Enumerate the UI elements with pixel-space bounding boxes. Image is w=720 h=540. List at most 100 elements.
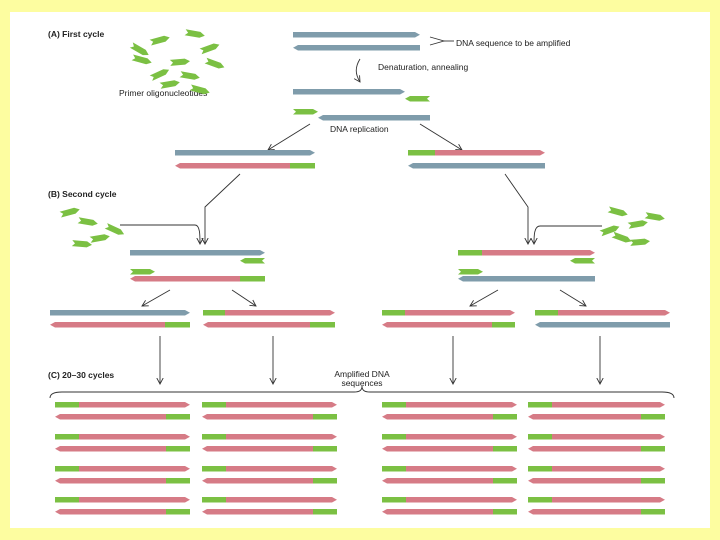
amplified-strand [202,434,337,440]
amplified-strand-primer [528,434,552,440]
primer-blob [129,42,149,56]
cycle2-product-primer [310,322,335,328]
amplified-strand-primer [202,402,226,408]
annealed-primer [405,96,430,102]
second-left-bottom-primer [240,276,265,282]
amplified-strand [202,402,337,408]
amplified-strand-primer [382,497,406,503]
amplified-strand [528,414,665,420]
amplified-strand [382,434,517,440]
amplified-strand-primer [493,478,517,484]
amplified-strand-primer [313,478,337,484]
amplified-strand [382,446,517,452]
primer-blob [77,217,98,226]
amplified-strand-primer [166,478,190,484]
connector-arrows [49,36,675,399]
annealed-primer [293,109,318,115]
primer-blob [611,231,632,243]
primer-blob [149,35,170,46]
amplified-strand-primer [528,466,552,472]
amplified-strand-primer [382,434,406,440]
primer-blob [59,207,80,218]
original-top-strand [293,32,420,38]
amplified-strand [382,466,517,472]
amplified-strand [55,414,190,420]
cycle2-product-primer [382,310,405,316]
second-primer [458,269,483,275]
primer-blob [89,234,110,243]
amplified-strand [382,414,517,420]
figure-panel: (A) First cycle (B) Second cycle (C) 20–… [10,12,710,528]
amplified-strand [528,402,665,408]
primers-label: Primer oligonucleotides [119,88,207,98]
primer-blob [184,29,205,38]
primer-blob [644,212,665,221]
product-right-copy [408,150,545,156]
amplified-strand [55,466,190,472]
amplified-strand-primer [382,466,406,472]
cycle2-product-primer [165,322,190,328]
amplified-strand-primer [493,414,517,420]
cycle2-product [203,322,335,328]
amplified-strand [382,478,517,484]
amplified-strand-primer [382,402,406,408]
amplified-strand [382,402,517,408]
amplified-strand-primer [313,446,337,452]
product-right-original [408,163,545,169]
cycle2-product-primer [535,310,558,316]
amplified-strand-primer [55,434,79,440]
amplified-strand [55,478,190,484]
amplified-strand-primer [641,414,665,420]
replication-label: DNA replication [330,124,389,134]
second-left-bottom [130,276,265,282]
primer-blob [169,58,190,66]
amplified-strand [202,497,337,503]
cycle2-product [535,322,670,328]
cycle2-product [203,310,335,316]
pcr-diagram: (A) First cycle (B) Second cycle (C) 20–… [48,29,675,515]
amplified-strand [202,414,337,420]
amplified-strand [382,509,517,515]
second-right-bottom [458,276,595,282]
second-primer [240,258,265,264]
amplified-strand [55,402,190,408]
second-left-top [130,250,265,256]
amplified-strand-primer [202,497,226,503]
sequence-label: DNA sequence to be amplified [456,38,571,48]
primer-blob [204,57,225,69]
section-a-label: (A) First cycle [48,29,104,39]
denaturation-label: Denaturation, annealing [378,62,469,72]
amplified-strand-primer [166,446,190,452]
primer-blob [627,220,648,229]
cycle2-product [382,310,515,316]
amplified-strand-primer [55,497,79,503]
amplified-strand [55,446,190,452]
primer-blob [189,84,210,95]
annealed-bottom-strand [318,115,430,121]
amplified-strand [528,466,665,472]
primer-blob [131,54,152,65]
amplified-strand-primer [528,497,552,503]
product-left-copy-primer [290,163,315,169]
product-right-copy-primer [408,150,435,156]
section-c-label: (C) 20–30 cycles [48,370,114,380]
primer-blob [599,225,620,237]
amplified-strand-primer [202,466,226,472]
amplified-strand [382,497,517,503]
second-primer [570,258,595,264]
primer-blob [607,206,628,217]
amplified-strand-primer [641,446,665,452]
amplified-strand-primer [313,509,337,515]
primer-blob [179,71,200,80]
primer-blob [104,223,125,235]
amplified-strand-primer [528,402,552,408]
amplified-strand [528,434,665,440]
cycle2-product-primer [203,310,225,316]
primer-blob [159,80,180,89]
amplified-strand-primer [493,446,517,452]
amplified-strand [55,509,190,515]
amplified-strand-primer [55,402,79,408]
amplified-strand-primer [641,478,665,484]
amplified-strand-primer [166,509,190,515]
amplified-strand [528,497,665,503]
